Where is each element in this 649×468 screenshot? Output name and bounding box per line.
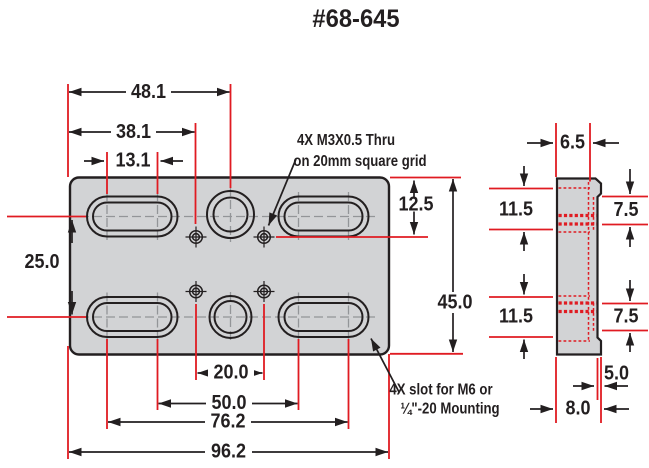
extension-lines [7, 84, 648, 459]
m3-hole-top-left [185, 226, 207, 248]
annotation-notes: 4X M3X0.5 Thru on 20mm square grid 4X sl… [293, 132, 499, 418]
dim-7-5-upper: 7.5 [613, 199, 638, 221]
dim-11-5-upper: 11.5 [499, 198, 533, 220]
dim-45-0: 45.0 [437, 291, 472, 313]
center-hole-top [206, 190, 255, 239]
dim-8-0: 8.0 [565, 397, 590, 419]
m3-hole-bottom-left [185, 281, 207, 302]
side-view [555, 177, 603, 356]
dim-6-5: 6.5 [560, 131, 585, 153]
drawing-title: #68-645 [312, 6, 399, 34]
dim-11-5-lower: 11.5 [499, 305, 533, 327]
dim-12-5: 12.5 [398, 193, 433, 215]
front-view-dimension-labels: 48.1 38.1 13.1 25.0 12.5 45.0 20.0 50.0 … [24, 81, 472, 463]
mounting-slot-bottom-right [277, 296, 370, 338]
slot-note-leader [370, 338, 400, 393]
mounting-slot-bottom-left [86, 296, 179, 338]
dim-48-1: 48.1 [131, 81, 166, 103]
m3-note-line2: on 20mm square grid [293, 153, 426, 170]
slot-note-line2: ¼"-20 Mounting [400, 400, 499, 417]
front-view [68, 176, 391, 356]
dim-20-0: 20.0 [213, 361, 248, 383]
dim-25-0: 25.0 [24, 251, 59, 273]
hidden-lines [558, 182, 597, 342]
side-profile-outline [555, 177, 603, 356]
m3-note-leader [267, 158, 297, 226]
dim-7-5-lower: 7.5 [613, 305, 638, 327]
m3-note-line1: 4X M3X0.5 Thru [297, 132, 395, 149]
dim-13-1: 13.1 [115, 149, 150, 171]
dim-5-0: 5.0 [604, 362, 629, 384]
center-hole-bottom [208, 295, 253, 339]
slot-note-line1: 4X slot for M6 or [389, 381, 493, 398]
mounting-slot-top-left [86, 195, 179, 238]
m3-hole-top-right [253, 226, 275, 248]
mounting-plate-outline [68, 176, 391, 356]
dim-50-0: 50.0 [211, 392, 246, 414]
dim-38-1: 38.1 [116, 121, 151, 143]
m3-hole-bottom-right [253, 281, 275, 302]
label-backgrounds [111, 83, 476, 461]
side-view-dimension-labels: 6.5 11.5 7.5 11.5 7.5 5.0 8.0 [499, 131, 639, 419]
dim-96-2: 96.2 [211, 440, 246, 462]
dim-76-2: 76.2 [210, 410, 245, 432]
